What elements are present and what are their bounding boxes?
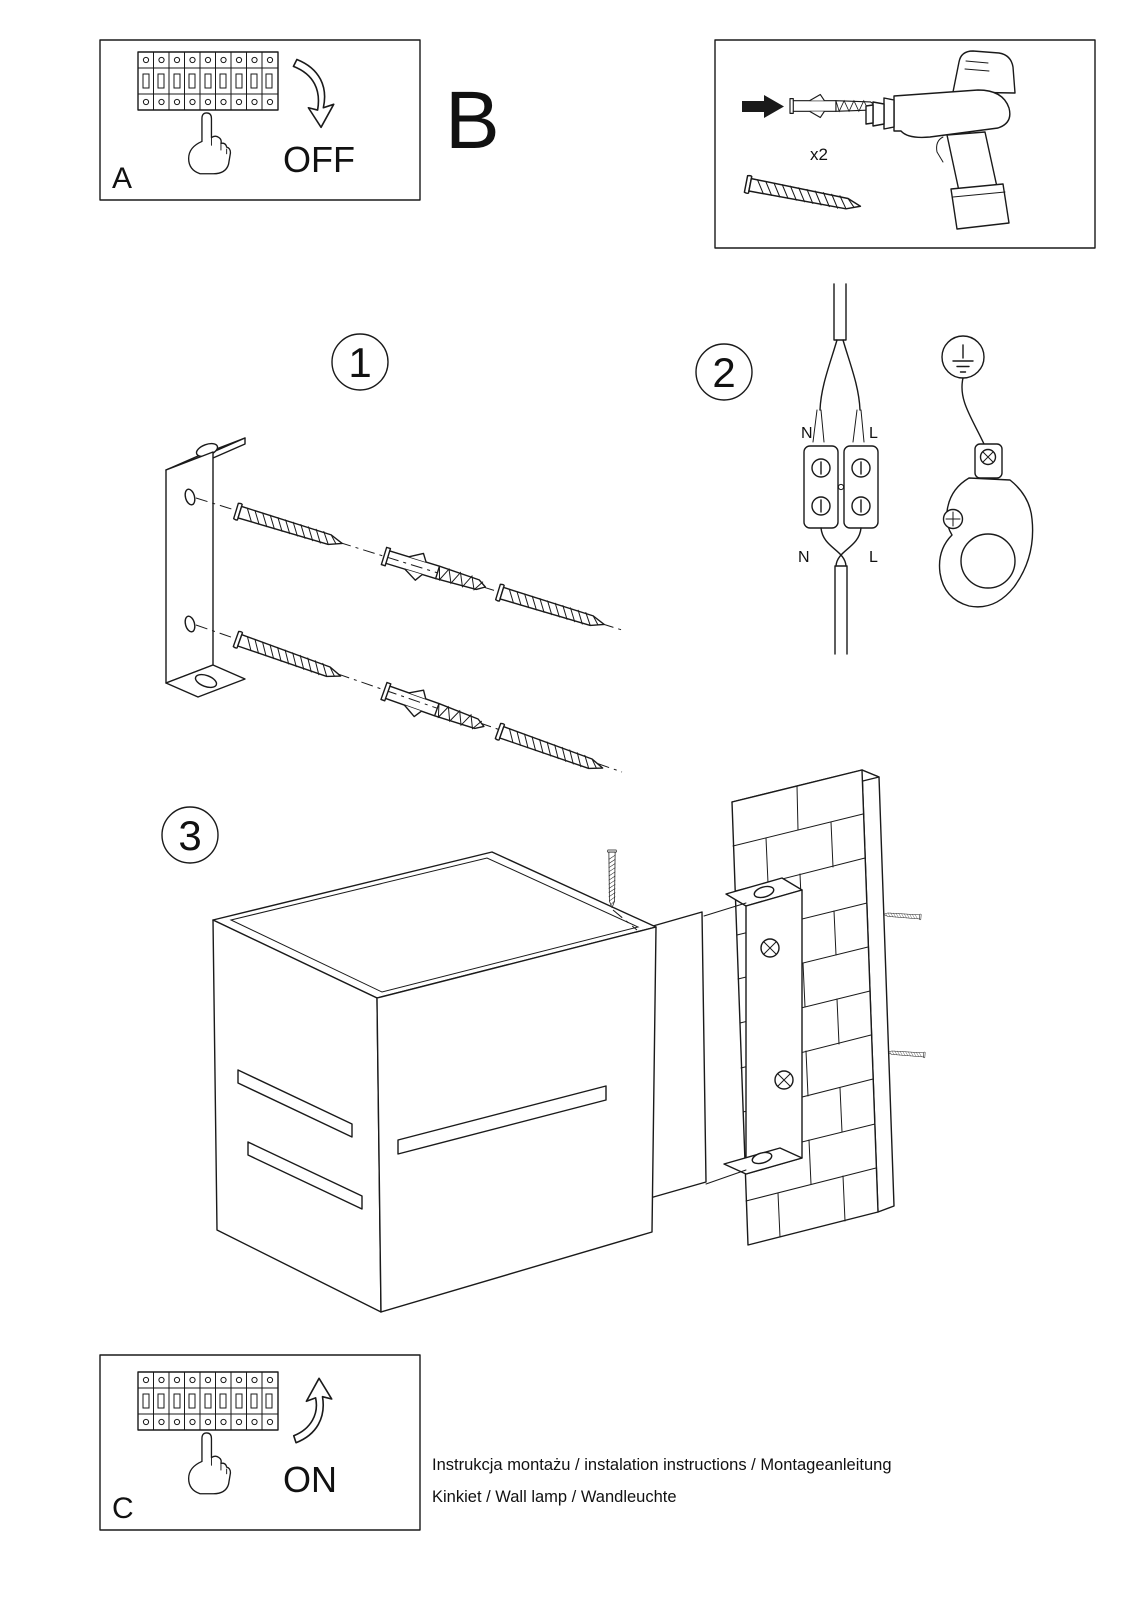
step-2-number: 2 [712,349,735,396]
footer-line1: Instrukcja montażu / instalation instruc… [432,1456,892,1474]
step-1-number: 1 [348,339,371,386]
step-1-badge: 1 [331,333,389,391]
ground-clamp-drawing [938,377,1034,608]
light-slot-upper [237,1069,353,1138]
on-label: ON [283,1459,337,1500]
panel-c-label: C [112,1492,134,1525]
step-3-number: 3 [178,812,201,859]
breaker-panel-icon [137,51,279,111]
wall-bracket-drawing [723,877,803,1175]
alignment-guide-lines [703,902,747,1185]
terminal-block-drawing [803,283,879,655]
step-2: 2 N L N L [695,283,1034,655]
breaker-panel-icon [137,1371,279,1431]
insert-arrow-icon [742,95,784,118]
wire-label-n-top: N [801,425,813,442]
hardware-panel: x2 [714,39,1096,249]
section-b-label: B [445,75,500,166]
wire-label-l-bottom: L [869,549,878,566]
quantity-label: x2 [810,145,828,164]
light-slot-side [397,1085,607,1155]
light-slot-lower [247,1141,363,1210]
panel-b-frame [714,39,1096,249]
off-label: OFF [283,139,355,180]
panel-a-label: A [112,162,132,195]
step-3: 3 [161,769,926,1313]
step-2-badge: 2 [695,343,753,401]
step-1: 1 [165,333,623,777]
wire-label-l-top: L [869,425,878,442]
screw-guide-line [612,909,638,931]
power-off-panel: OFF A [99,39,421,201]
earth-symbol-icon [941,335,985,379]
footer-line2: Kinkiet / Wall lamp / Wandleuchte [432,1488,677,1506]
step-3-badge: 3 [161,806,219,864]
drill-icon [865,50,1016,230]
lamp-cube-drawing [212,851,657,1313]
wire-label-n-bottom: N [798,549,810,566]
mounting-bracket-drawing [165,437,246,698]
power-on-panel: ON C [99,1354,421,1531]
